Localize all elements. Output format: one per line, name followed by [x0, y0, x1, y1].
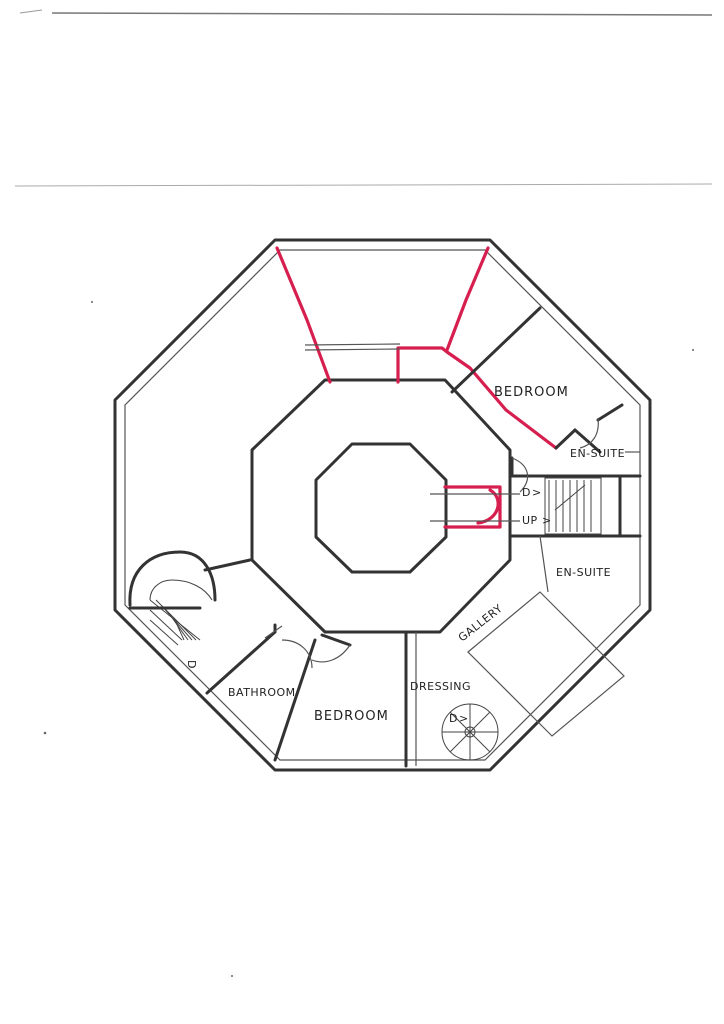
lower-left-walls — [203, 558, 352, 762]
arrow-right-icon: > — [459, 712, 469, 725]
arrow-right-icon: > — [542, 514, 552, 527]
highlighted-walls — [275, 246, 558, 529]
room-label-bedroom-lower: BEDROOM — [314, 709, 389, 724]
stair-mark-down-spiral: D — [449, 712, 458, 725]
room-label-dressing: DRESSING — [410, 680, 471, 693]
spiral-staircase — [441, 703, 499, 761]
lower-right-walls — [404, 535, 625, 768]
room-label-bathroom: BATHROOM — [228, 686, 296, 699]
left-staircase — [128, 550, 217, 646]
right-interior-walls — [450, 306, 642, 538]
outer-wall — [113, 238, 652, 772]
central-void-wall — [314, 442, 448, 574]
sheet-guide-lines — [14, 9, 713, 187]
room-label-ensuite-upper: EN-SUITE — [570, 447, 625, 460]
stair-marks: D > UP > D D > — [185, 486, 552, 725]
gallery-ring-wall — [250, 378, 512, 634]
right-staircase — [544, 474, 622, 538]
stair-mark-up-right: UP — [522, 514, 538, 527]
room-label-bedroom-upper: BEDROOM — [494, 385, 569, 400]
room-label-ensuite-lower: EN-SUITE — [556, 566, 611, 579]
stair-mark-down-left: D — [185, 660, 198, 669]
stair-mark-down-right: D — [522, 486, 531, 499]
arrow-right-icon: > — [532, 486, 542, 499]
paper-specks — [43, 301, 694, 977]
top-opening-lines — [304, 343, 401, 351]
right-stair-arrows — [430, 493, 520, 522]
